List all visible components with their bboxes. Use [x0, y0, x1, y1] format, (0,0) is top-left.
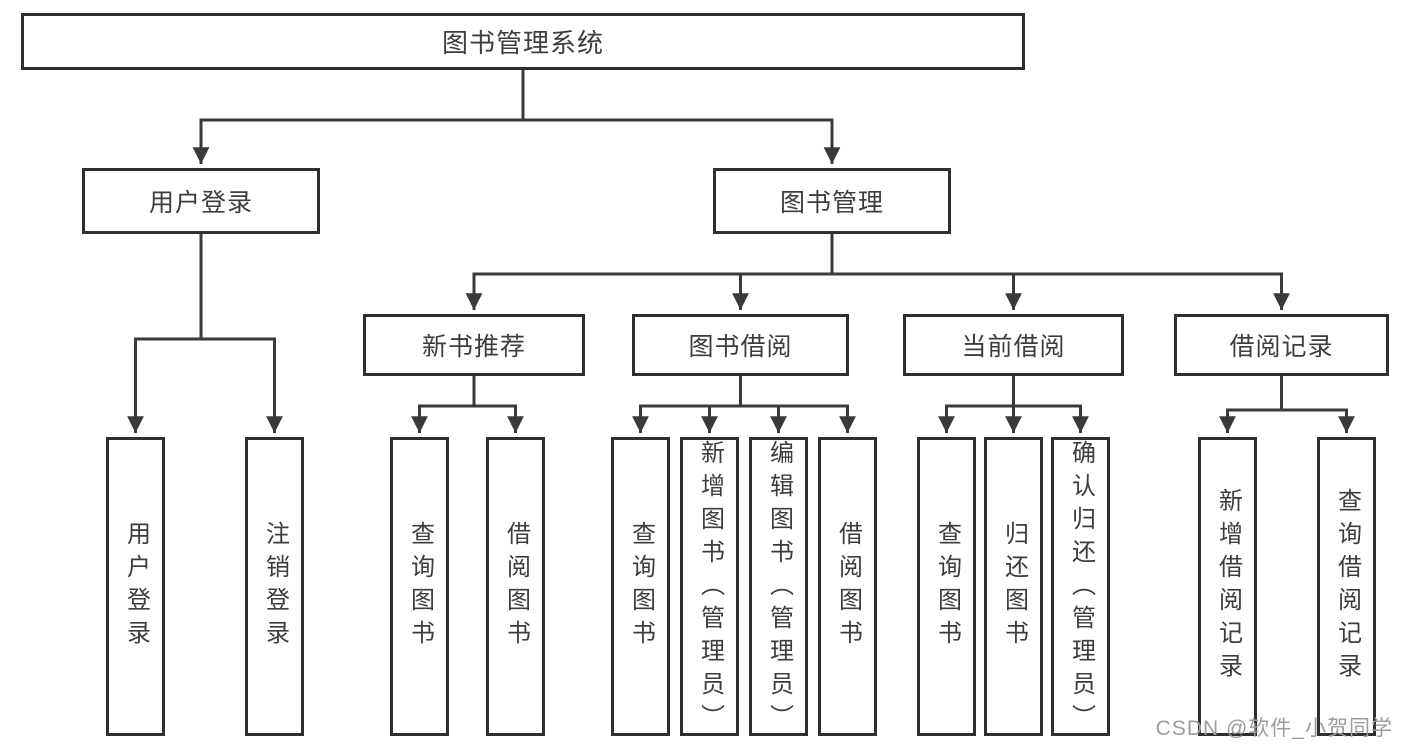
- leaf-borrow-books-recommend: 借阅图书: [486, 437, 545, 736]
- leaf-borrow-books: 借阅图书: [818, 437, 877, 736]
- leaf-add-books-admin: 新增图书（管理员）: [680, 437, 739, 737]
- leaf-user-login: 用户登录: [106, 437, 165, 736]
- node-current-borrowing: 当前借阅: [903, 314, 1124, 376]
- leaf-logout: 注销登录: [245, 437, 304, 736]
- leaf-edit-books-admin: 编辑图书（管理员）: [749, 437, 808, 737]
- node-library-management-system: 图书管理系统: [21, 13, 1025, 70]
- leaf-return-books: 归还图书: [984, 437, 1043, 736]
- csdn-watermark: CSDN @软件_小贺同学: [1155, 717, 1393, 740]
- leaf-query-borrow-record: 查询借阅记录: [1317, 437, 1376, 736]
- node-book-management: 图书管理: [713, 168, 951, 234]
- leaf-query-books-recommend: 查询图书: [390, 437, 449, 736]
- node-borrowing-records: 借阅记录: [1174, 314, 1389, 376]
- node-user-login: 用户登录: [82, 168, 320, 234]
- node-new-book-recommendation: 新书推荐: [363, 314, 585, 376]
- node-book-borrowing: 图书借阅: [632, 314, 849, 376]
- leaf-query-books-borrowing: 查询图书: [611, 437, 670, 736]
- leaf-confirm-return-admin: 确认归还（管理员）: [1051, 437, 1110, 737]
- leaf-add-borrow-record: 新增借阅记录: [1198, 437, 1257, 736]
- leaf-query-books-current: 查询图书: [917, 437, 976, 736]
